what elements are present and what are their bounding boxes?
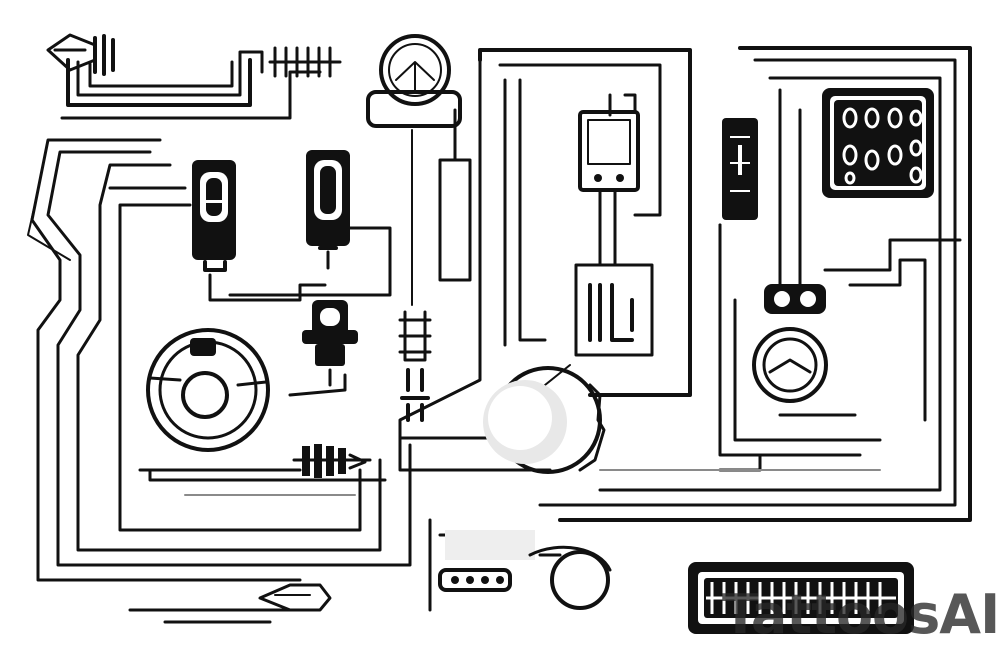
meter-icon [752,284,828,403]
bulb-icon [528,545,612,610]
watermark-text: TattoosAI [722,583,1000,646]
chip-icon [688,562,914,634]
phone-icon [574,110,654,357]
wires [27,46,972,624]
fuse-icon [306,150,350,270]
gauge-icon [366,34,462,128]
dashboard-icon [438,530,535,592]
sensor-icon [258,444,372,612]
pulley-icon [483,366,606,474]
keypad-icon [822,88,934,198]
relay-icon [722,118,758,220]
connector-icon [46,33,97,72]
plug-icon [192,160,236,272]
coil-icon [93,34,342,78]
speaker-icon [146,328,270,452]
spark-plug-icon [302,300,432,422]
